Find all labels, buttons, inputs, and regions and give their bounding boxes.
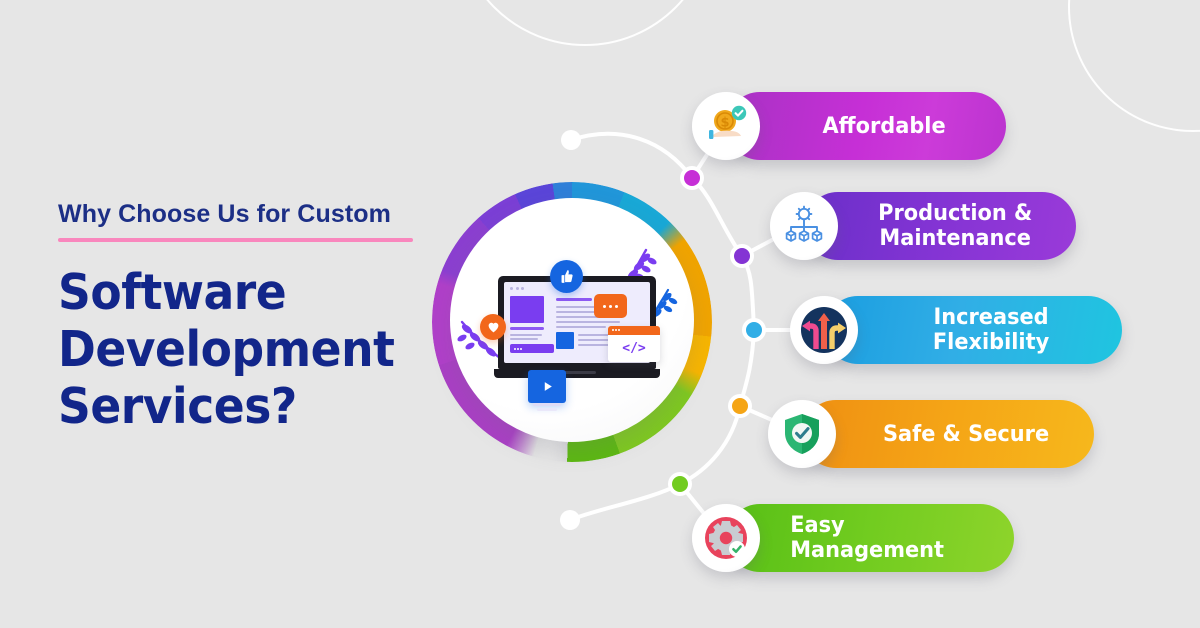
leaf-icon [456, 316, 508, 366]
page-text-line [556, 306, 618, 308]
benefit-label-line-1: Production & [878, 201, 1033, 226]
laptop-illustration: </> [480, 260, 664, 411]
benefit-row-production-maintenance[interactable]: Production & Maintenance [770, 192, 1076, 260]
benefit-label: Production & Maintenance [811, 201, 1069, 251]
page-text-line [556, 316, 614, 318]
svg-text:$: $ [720, 116, 729, 131]
heart-icon [480, 314, 506, 340]
code-window-titlebar [608, 326, 660, 335]
title-line-3: Services? [58, 378, 297, 435]
play-shadow [533, 403, 561, 406]
benefit-label: Affordable [822, 113, 946, 139]
page-text-line [510, 338, 538, 340]
page-image-block [510, 296, 544, 323]
benefit-label-line-1: Easy [790, 513, 845, 538]
benefit-row-easy-management[interactable]: Easy Management [692, 504, 1014, 572]
window-dots-icon [510, 287, 524, 290]
benefit-pill[interactable]: Safe & Secure [802, 400, 1094, 468]
benefit-label-line-1: Increased [933, 305, 1049, 330]
page-text-line [578, 339, 614, 341]
benefit-pill[interactable]: Production & Maintenance [804, 192, 1076, 260]
benefit-row-safe-secure[interactable]: Safe & Secure [768, 400, 1094, 468]
benefit-label-line-2: Maintenance [879, 226, 1031, 251]
benefit-label: Increased Flexibility [831, 305, 1114, 355]
benefit-label: Safe & Secure [882, 421, 1050, 447]
gear-hierarchy-icon [770, 192, 838, 260]
decorative-arc-right [1068, 0, 1200, 132]
code-glyph: </> [622, 341, 646, 356]
laptop-notch [558, 371, 596, 374]
center-hub: </> [432, 182, 712, 462]
benefit-pill[interactable]: Affordable [726, 92, 1006, 160]
title-line-1: Software [58, 264, 287, 321]
benefit-label-line-2: Management [790, 538, 945, 563]
benefit-label: Easy Management [733, 513, 1007, 563]
eyebrow-underline [58, 238, 413, 242]
page-accent-bar [510, 327, 544, 330]
chat-bubble-icon [594, 294, 627, 318]
hub-disc: </> [450, 198, 694, 442]
page-title-line [556, 298, 592, 302]
eyebrow-text: Why Choose Us for Custom [58, 200, 391, 228]
page-title: Software Development Services? [58, 264, 449, 435]
page-text-line [510, 334, 542, 336]
page-image-block [556, 332, 574, 349]
page-text-line [556, 326, 606, 328]
title-line-2: Development [58, 321, 395, 378]
benefit-label-line-2: Flexibility [932, 330, 1050, 355]
shield-check-icon [768, 400, 836, 468]
benefit-row-affordable[interactable]: $ Affordable [692, 92, 1006, 160]
heading-block: Why Choose Us for Custom Software Develo… [58, 200, 478, 435]
play-button-icon [528, 370, 566, 403]
page-text-line [578, 334, 618, 336]
branching-arrows-icon [790, 296, 858, 364]
gear-check-icon [692, 504, 760, 572]
page-button-block [510, 344, 554, 353]
benefit-pill[interactable]: Increased Flexibility [824, 296, 1122, 364]
decorative-arc-top [456, 0, 714, 46]
page-text-line [556, 311, 622, 313]
thumbs-up-icon [550, 260, 583, 293]
page-text-line [578, 344, 620, 346]
coin-in-hand-icon: $ [692, 92, 760, 160]
play-shadow [537, 408, 557, 411]
page-text-line [556, 321, 620, 323]
code-window-icon: </> [608, 326, 660, 362]
benefit-row-increased-flexibility[interactable]: Increased Flexibility [790, 296, 1122, 364]
benefit-pill[interactable]: Easy Management [726, 504, 1014, 572]
